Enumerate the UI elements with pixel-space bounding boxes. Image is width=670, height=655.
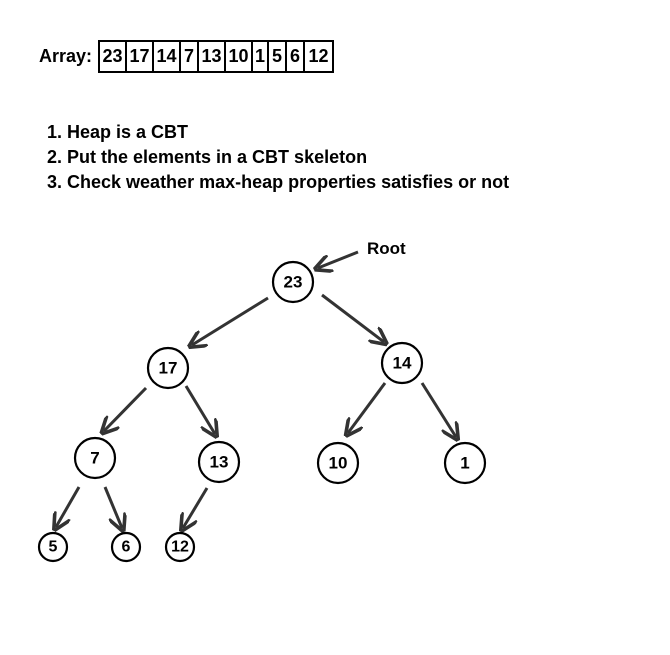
step-item: 2. Put the elements in a CBT skeleton [47,147,368,167]
array-cell: 5 [269,42,288,71]
node-value: 14 [393,354,412,373]
node-value: 23 [284,273,303,292]
array-cell: 10 [226,42,254,71]
array-display: Array: 23 17 14 7 13 10 1 5 6 12 [39,38,335,75]
node-value: 12 [171,539,189,556]
node-value: 1 [460,454,469,473]
array-label: Array: [39,46,93,66]
tree-edge [348,382,387,433]
tree-node: 7 [73,436,117,480]
tree-edge [184,385,215,434]
array-cell: 7 [181,42,200,71]
step-item: 3. Check weather max-heap properties sat… [47,172,510,192]
array-cell: 17 [127,42,155,71]
node-value: 6 [122,539,131,556]
tree-edge [56,486,81,527]
tree-edge [104,386,148,431]
tree-edge [192,296,269,345]
tree-node: 17 [146,346,190,390]
array-cell: 23 [100,42,128,71]
array-cells: 23 17 14 7 13 10 1 5 6 12 [98,40,335,73]
tree-edge [321,293,384,342]
tree-node: 13 [197,440,241,484]
array-cell: 12 [308,46,329,66]
node-value: 17 [159,359,178,378]
array-cell: 1 [253,42,270,71]
node-value: 5 [49,539,58,556]
tree-node: 23 [271,260,315,304]
tree-node: 12 [164,531,196,563]
tree-node: 10 [316,441,360,485]
node-value: 10 [329,454,348,473]
tree-node: 6 [110,531,142,563]
root-label: Root [367,239,406,258]
tree-node: 14 [380,341,424,385]
step-item: 1. Heap is a CBT [47,122,189,142]
tree-edge [183,487,209,528]
tree-node: 1 [443,441,487,485]
array-cell: 14 [154,42,182,71]
tree-node: 5 [37,531,69,563]
array-cell: 13 [199,42,227,71]
node-value: 13 [210,453,229,472]
array-cell: 6 [287,42,306,71]
tree-edge [420,382,456,437]
node-value: 7 [90,449,99,468]
steps-list: 1. Heap is a CBT 2. Put the elements in … [47,120,509,195]
root-pointer-arrow [318,250,359,268]
tree-edge [103,486,122,528]
